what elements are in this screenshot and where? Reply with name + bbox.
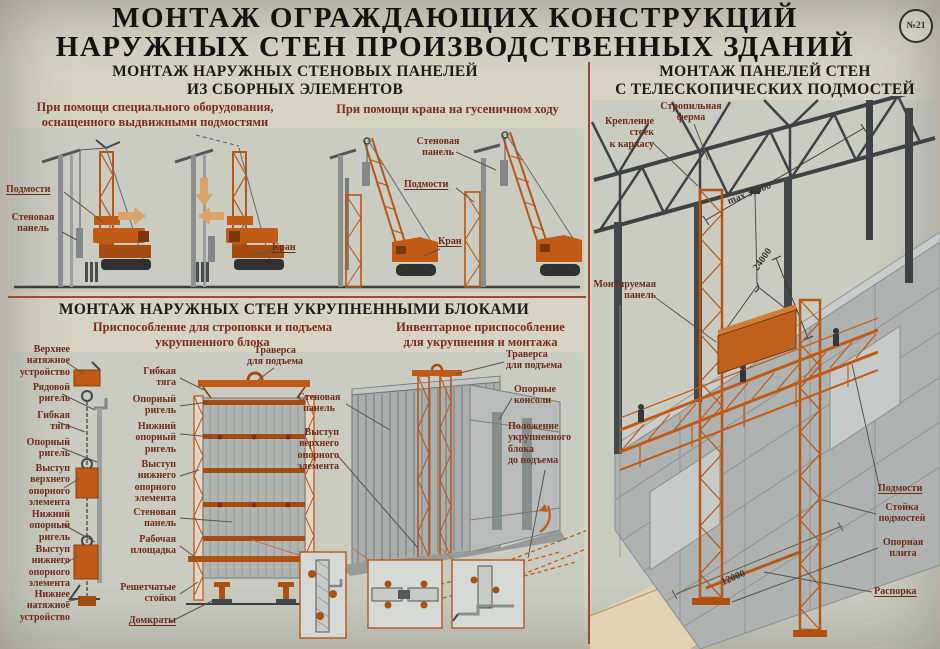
label-device-1: Рядовой ригель [32,382,70,405]
label-block-0: Гибкая тяга [143,366,176,389]
poster-title-line2: НАРУЖНЫХ СТЕН ПРОИЗВОДСТВЕННЫХ ЗДАНИЙ [55,31,855,63]
label-rasporka: Распорка [874,586,917,597]
dimension-lines [619,123,868,600]
inventory-jig-drawing [340,363,586,601]
blocks-diagram-svg [57,361,586,639]
blocks-sub-left: Приспособление для строповки и подъема у… [92,320,333,349]
prefab-method-left: При помощи специального оборудования, ос… [36,100,274,129]
label-block-4: Стеновая панель [133,507,176,530]
strut-rasporka [705,550,801,590]
device-leader-lines [57,361,98,603]
label-kran-left: Кран [272,242,296,253]
scene-crawler-crane-2 [464,131,582,288]
scene-special-rig-1 [41,139,151,287]
label-kran-mid: Кран [438,236,462,247]
label-kreplenie-stoek: Крепление стоек к каркасу [604,116,654,150]
blocks-section-header: МОНТАЖ НАРУЖНЫХ СТЕН УКРУПНЕННЫМИ БЛОКАМ… [58,301,530,318]
scaffold-platform [619,317,879,471]
label-device-5: Нижний опорный ригель [29,509,70,543]
label-block-5: Рабочая площадка [130,534,176,557]
prefab-section-header: МОНТАЖ НАРУЖНЫХ СТЕНОВЫХ ПАНЕЛЕЙ ИЗ СБОР… [112,63,478,99]
scene-crawler-crane-1 [329,137,438,288]
hoisted-panel [717,188,797,375]
prefab-method-right: При помощи крана на гусеничном ходу [336,102,559,116]
label-stropilnaya-ferma: Стропильная ферма [660,101,722,124]
telescopic-diagram-svg [590,96,940,649]
label-device-4: Выступ верхнего опорного элемента [28,463,70,509]
label-inventory-3: Выступ верхнего опорного элемента [297,427,339,473]
label-device-3: Опорный ригель [26,437,70,460]
prefab-leader-lines [61,151,497,257]
joint-detail-boxes [251,539,525,639]
roof-truss [590,96,936,454]
label-block-2: Нижний опорный ригель [135,421,176,455]
label-device-6: Выступ нижнего опорного элемента [28,544,70,590]
inventory-leader-lines [337,361,546,559]
label-inventory-4: Положение укрупненного блока до подъема [508,421,571,467]
label-block-3: Выступ нижнего опорного элемента [134,459,176,505]
label-podmosti-left: Подмости [6,184,51,195]
label-device-2: Гибкая тяга [37,410,70,433]
label-panel-left: Стеновая панель [11,212,55,235]
label-panel-mid: Стеновая панель [416,136,460,159]
label-device-7: Нижнее натяжное устройство [19,589,70,623]
prefab-diagram-svg [14,131,582,289]
poster-title-line1: МОНТАЖ ОГРАЖДАЮЩИХ КОНСТРУКЦИЙ [112,2,798,34]
label-device-0: Верхнее натяжное устройство [19,344,70,378]
label-podmosti-right: Подмости [878,483,923,494]
label-podmosti-mid: Подмости [404,179,449,190]
label-montiruemaya-panel: Монтируемая панель [593,279,656,302]
label-block-1: Опорный ригель [132,394,176,417]
label-inventory-2: Стеновая панель [297,392,341,415]
sheet-number-badge: №21 [899,9,933,43]
label-stoika-podmostei: Стойка подмостей [878,502,926,525]
label-inventory-0: Траверса для подъема [506,349,563,372]
label-traverse: Траверса для подъема [246,345,304,368]
label-block-7: Домкраты [128,615,176,626]
label-inventory-1: Опорные консоли [514,384,557,407]
telescopic-leader-lines [651,123,881,603]
blocks-sub-right: Инвентарное приспособление для укрупнени… [396,320,565,349]
telescopic-section-header: МОНТАЖ ПАНЕЛЕЙ СТЕН С ТЕЛЕСКОПИЧЕСКИХ ПО… [615,63,915,99]
scene-special-rig-2 [174,134,284,287]
vertical-divider [588,62,590,644]
horizontal-divider [8,296,586,298]
sling-device-drawing [68,361,108,606]
block-leader-lines [169,367,275,623]
label-opornaya-plita: Опорная плита [882,537,924,560]
label-block-6: Решетчатые стойки [120,582,176,605]
